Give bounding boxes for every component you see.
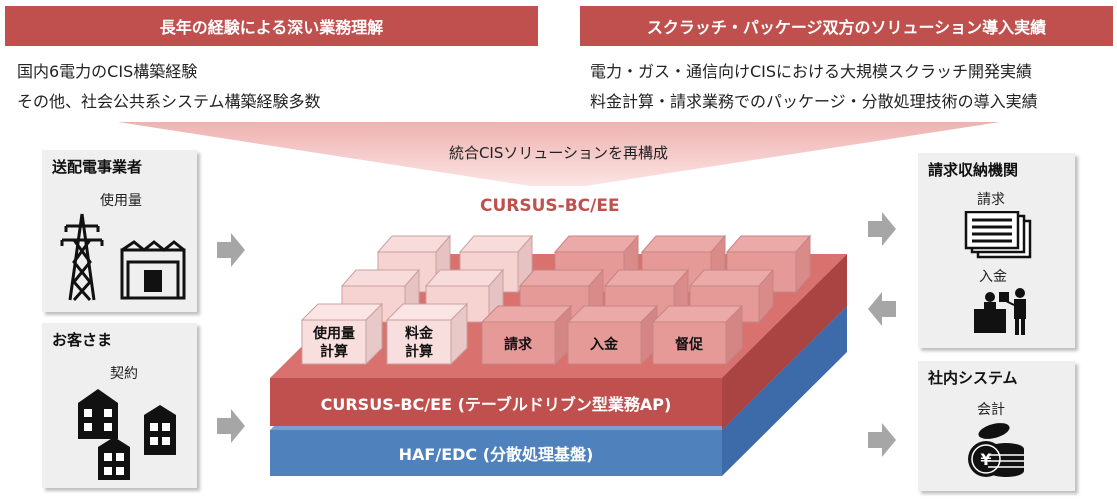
panel-customer: お客さま 契約 [42,323,197,488]
panel-billing-title: 請求収納機関 [928,161,1019,179]
module-box-billing: 請求 [480,304,573,366]
center-label: 統合CISソリューションを再構成 [448,144,669,162]
module-usage-calc-line2: 計算 [320,343,348,360]
module-fee-calc-line2: 計算 [405,343,433,360]
left-banner-title: 長年の経験による深い業務理解 [159,18,384,37]
panel-internal-title: 社内システム [928,369,1018,387]
left-banner: 長年の経験による深い業務理解 [5,6,538,46]
module-box-dunning: 督促 [651,304,744,366]
module-box-back-2 [458,234,534,294]
module-box-fee-calc: 料金 計算 [385,302,469,366]
front-boxes: 使用量 計算 料金 計算 請求 入金 督促 [300,302,744,366]
cashier-icon [974,288,1026,335]
module-dunning-label: 督促 [675,336,704,353]
right-banner-title: スクラッチ・パッケージ双方のソリューション導入実績 [646,18,1047,37]
module-billing-label: 請求 [504,336,533,353]
product-title: CURSUS-BC/EE [480,196,620,216]
right-banner: スクラッチ・パッケージ双方のソリューション導入実績 [580,6,1113,46]
module-box-payment: 入金 [566,304,659,366]
module-payment-label: 入金 [590,336,619,353]
transmission-tower-icon [60,213,186,301]
panel-customer-title: お客さま [52,331,113,349]
panel-transmission: 送配電事業者 使用量 [42,150,197,312]
documents-icon [964,211,1032,259]
base-layer-label: HAF/EDC (分散処理基盤) [399,445,594,464]
panel-transmission-title: 送配電事業者 [52,158,143,176]
svg-text:¥: ¥ [980,450,991,469]
left-bullet-1: 国内6電力のCIS構築経験 [17,62,198,81]
app-layer-label: CURSUS-BC/EE (テーブルドリブン型業務AP) [321,395,672,414]
coins-icon: ¥ [968,423,1024,477]
right-bullet-1: 電力・ガス・通信向けCISにおける大規模スクラッチ開発実績 [590,62,1033,81]
module-box-usage-calc: 使用量 計算 [300,302,384,366]
panel-billing-sub2: 入金 [979,269,1007,285]
panel-transmission-sub: 使用量 [100,193,142,209]
panel-billing-sub1: 請求 [977,192,1005,208]
panel-customer-sub: 契約 [110,366,138,382]
panel-internal-sub: 会計 [977,402,1005,418]
buildings-icon [78,389,176,480]
left-bullet-2: その他、社会公共系システム構築経験多数 [17,92,321,111]
module-usage-calc-line1: 使用量 [312,325,355,342]
funnel-shape [118,122,1000,186]
panel-internal-system: 社内システム 会計 ¥ [918,361,1075,491]
module-fee-calc-line1: 料金 [405,325,434,342]
right-bullet-2: 料金計算・請求業務でのパッケージ・分散処理技術の導入実績 [590,92,1038,111]
panel-billing-agency: 請求収納機関 請求 入金 [918,153,1075,348]
